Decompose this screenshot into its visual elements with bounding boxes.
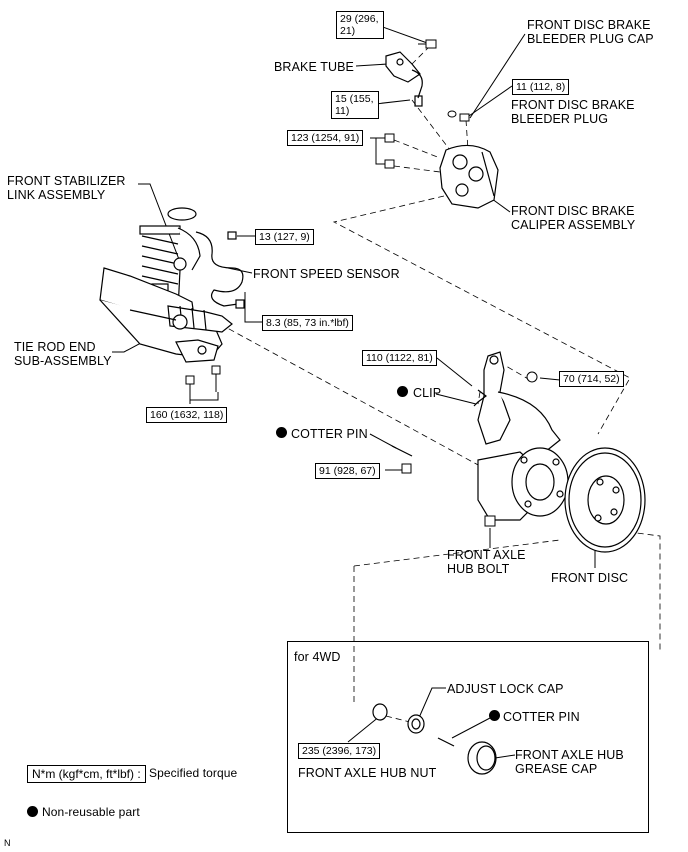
non-reusable-dot-cotter [276,427,287,438]
cotter-pin-part [391,445,413,457]
torque-160: 160 (1632, 118) [146,407,228,423]
caliper-part [439,144,499,209]
label-front-disc: FRONT DISC [551,571,629,585]
label-for-4wd: for 4WD [294,650,341,664]
leader-15 [374,99,411,105]
leader-cotter [369,433,397,449]
grease-cap-part [467,741,497,775]
label-brake-tube: BRAKE TUBE [274,60,354,74]
dash-hub-nut [353,539,561,705]
leader-70 [539,377,561,381]
label-clip: CLIP [413,386,442,400]
legend-torque-unit: N*m (kgf*cm, ft*lbf) : [27,765,146,783]
label-bleeder-plug-cap: FRONT DISC BRAKE BLEEDER PLUG CAP [527,18,654,46]
leader-123 [370,137,385,165]
dash-tube-caliper [411,99,451,151]
dash-123 [393,139,441,173]
brake-tube-part [385,51,423,107]
non-reusable-dot-cotter-4wd [489,710,500,721]
torque-123: 123 (1254, 91) [287,130,364,146]
hub-part [511,447,569,517]
front-disc-part [564,447,646,553]
leader-hub-nut [347,715,381,743]
bolt-29 [418,39,437,49]
nut-91 [401,463,412,474]
non-reusable-dot-clip [397,386,408,397]
torque-91: 91 (928, 67) [315,463,380,479]
nut-70 [526,371,538,383]
hub-bolt-part [484,515,496,527]
torque-29: 29 (296, 21) [336,11,384,39]
caliper-bolts-123 [384,133,395,169]
label-adjust-lock-cap: ADJUST LOCK CAP [447,682,564,696]
label-hub-nut: FRONT AXLE HUB NUT [298,766,437,780]
cotter-pin-4wd-part [437,737,455,747]
torque-70: 70 (714, 52) [559,371,624,387]
bleeder-plug-cap [447,110,457,118]
leader-cotter-4wd [451,717,491,739]
label-hub-bolt: FRONT AXLE HUB BOLT [447,548,526,576]
leader-11 [465,85,513,119]
legend-non-reusable-dot [27,806,38,817]
leader-29 [379,25,431,45]
hub-nut-part [372,703,388,721]
tie-rod-end-part [129,309,188,330]
label-tie-rod-end: TIE ROD END SUB-ASSEMBLY [14,340,112,368]
dash-caliper-knuckle-1 [332,195,631,435]
label-bleeder-plug: FRONT DISC BRAKE BLEEDER PLUG [511,98,635,126]
leader-adjust [417,687,446,721]
label-caliper-assembly: FRONT DISC BRAKE CALIPER ASSEMBLY [511,204,636,232]
dash-nut-cap [385,715,411,723]
leader-brake-tube [355,63,389,67]
bleeder-plug [459,113,470,122]
lower-ball-joint-part [175,339,219,363]
label-speed-sensor: FRONT SPEED SENSOR [253,267,400,281]
leader-8_3 [244,292,262,323]
torque-235: 235 (2396, 173) [298,743,381,759]
adjust-lock-cap-part [407,714,425,734]
legend-torque-desc: Specified torque [149,766,238,780]
dash-bolt-29 [411,45,431,65]
dash-70 [505,365,531,381]
leader-clip [435,393,477,405]
corner-mark: N [4,838,11,848]
clip-part [473,389,487,407]
leader-110 [436,357,473,387]
label-grease-cap: FRONT AXLE HUB GREASE CAP [515,748,624,776]
torque-110: 110 (1122, 81) [362,350,437,366]
label-cotter-pin: COTTER PIN [291,427,368,441]
for-4wd-box [287,641,649,833]
leader-stabilizer [138,183,181,263]
leader-160 [189,392,219,404]
label-cotter-pin-4wd: COTTER PIN [503,710,580,724]
speed-sensor-part [195,231,245,309]
bolts-160 [185,365,221,392]
torque-13: 13 (127, 9) [255,229,314,245]
legend-non-reusable: Non-reusable part [42,805,140,819]
torque-11: 11 (112, 8) [512,79,570,95]
label-stabilizer-link: FRONT STABILIZER LINK ASSEMBLY [7,174,126,202]
leader-grease [494,754,516,759]
torque-8_3: 8.3 (85, 73 in.*lbf) [262,315,353,331]
leader-bleeder-cap [469,33,526,119]
torque-15: 15 (155, 11) [331,91,379,119]
